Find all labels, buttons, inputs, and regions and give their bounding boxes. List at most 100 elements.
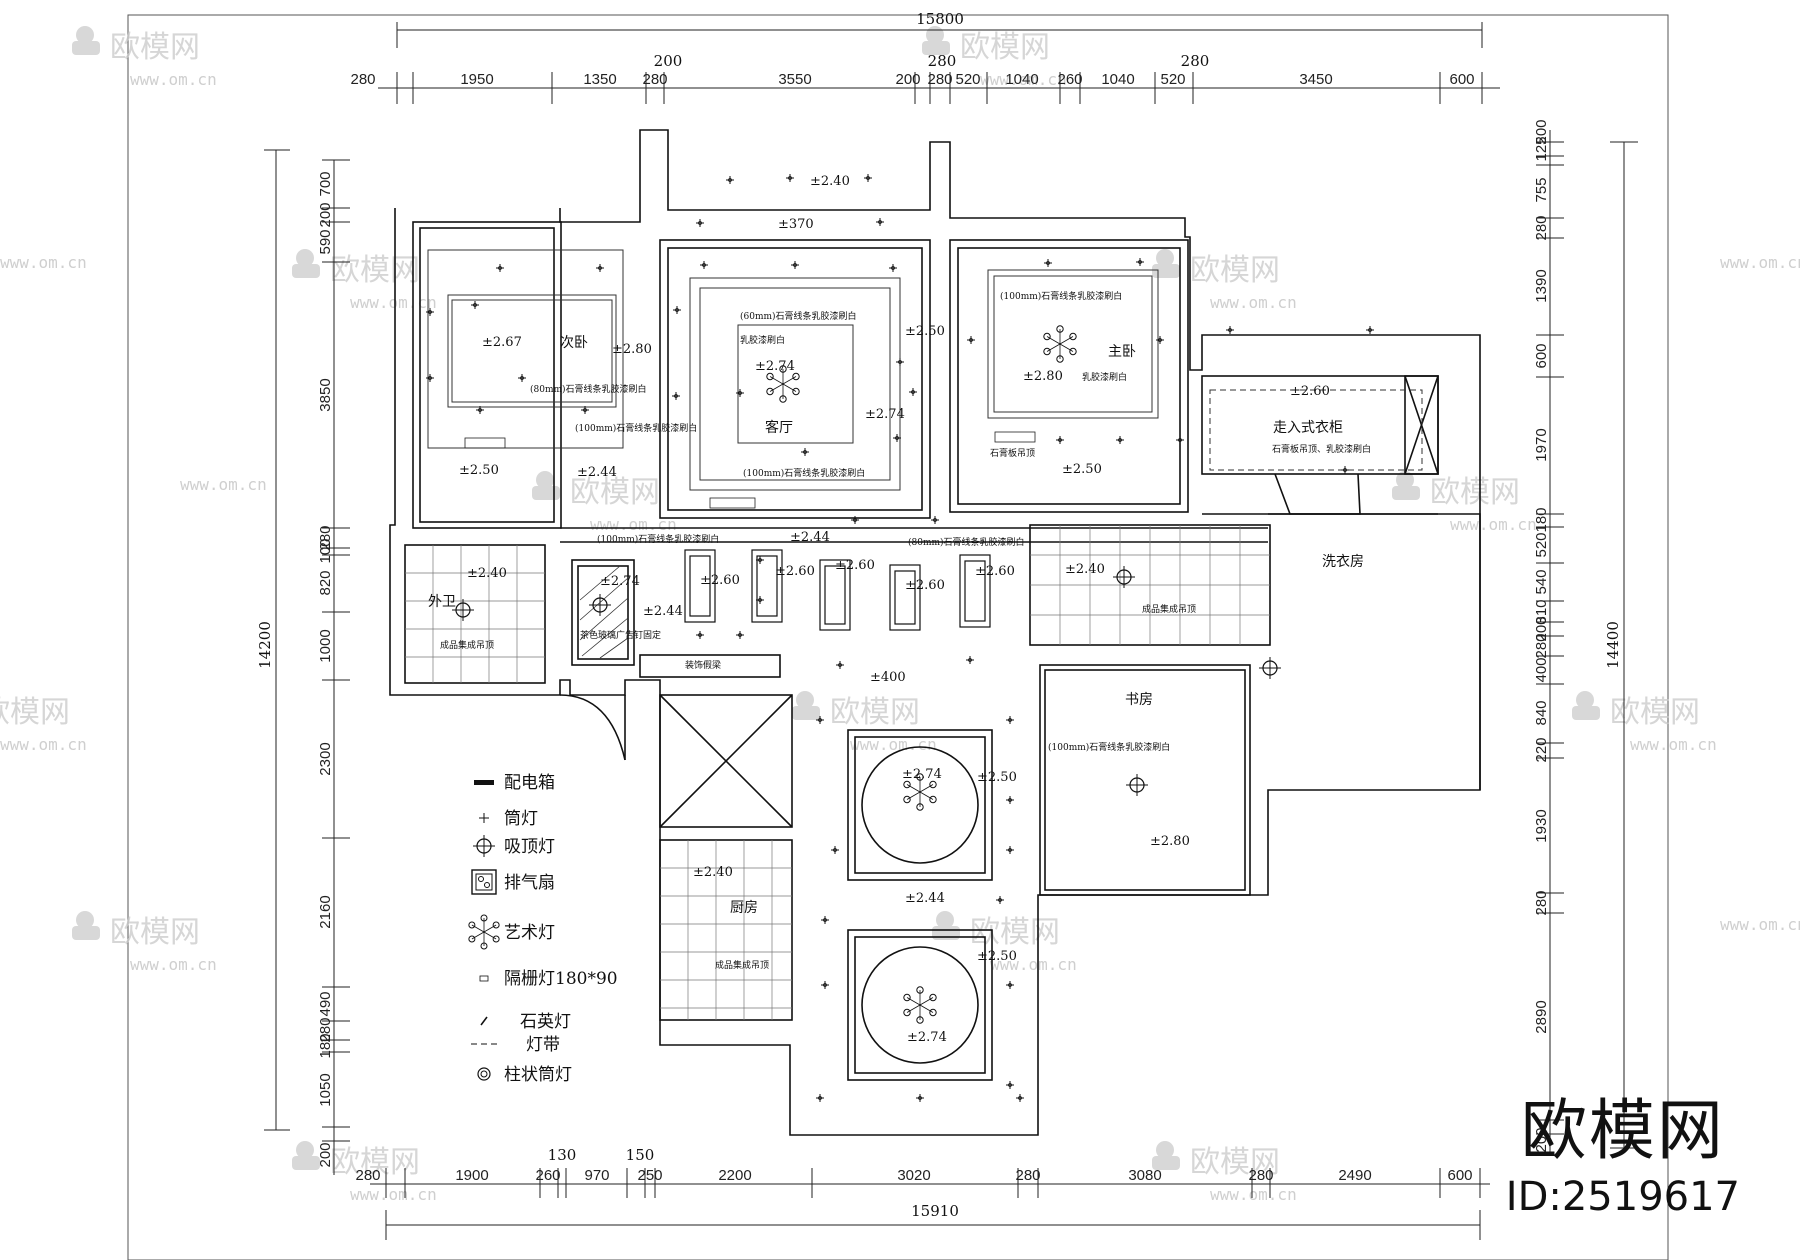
legend-label: 配电箱: [504, 773, 555, 793]
dim-right-seg: 125: [1533, 136, 1550, 161]
elev-sec-250: ±2.50: [459, 463, 499, 478]
legend-item: 灯带: [471, 1035, 560, 1055]
dim-top-seg: 280: [350, 71, 375, 88]
dim-left-seg: 820: [317, 570, 334, 595]
watermark-brand: 欧模网: [970, 915, 1060, 950]
dim-right-seg: 840: [1533, 700, 1550, 725]
dim-bottom-total: 15910: [911, 1202, 959, 1220]
downlight-icon: [967, 336, 975, 344]
note-study-line100: (100mm)石膏线条乳胶漆刷白: [1048, 741, 1170, 753]
ceiling-lamp-icon: [473, 835, 495, 857]
downlight-icon: [1366, 326, 1374, 334]
watermark-url: www.om.cn: [590, 515, 677, 534]
elev-sec-244: ±2.44: [577, 465, 617, 480]
elev-din-274a: ±2.74: [902, 767, 942, 782]
downlight-icon: [889, 264, 897, 272]
dim-top-seg: 520: [1160, 71, 1185, 88]
legend-label: 隔栅灯180*90: [504, 969, 618, 989]
dim-top-total: 15800: [916, 10, 964, 28]
dim-right-seg: 200: [1533, 1127, 1550, 1152]
elev-glass-274: ±2.74: [600, 574, 640, 589]
ceiling-lamp-icon: [452, 599, 474, 621]
room-study: 书房: [1125, 692, 1153, 708]
dim-right-seg: 310: [1533, 599, 1550, 624]
note-cor-line100: (100mm)石膏线条乳胶漆刷白: [597, 533, 719, 545]
dim-left-total: 14200: [256, 621, 274, 669]
watermark-brand: 欧模网: [110, 30, 200, 65]
legend-label: 筒灯: [504, 809, 538, 829]
brand-name: 欧模网: [1520, 1092, 1725, 1169]
room-living: 客厅: [765, 419, 793, 436]
downlight-icon: [801, 448, 809, 456]
watermark-url: www.om.cn: [130, 955, 217, 974]
downlight-icon: [876, 218, 884, 226]
dim-left-seg: 2160: [317, 895, 334, 928]
dim-top-seg: 600: [1449, 71, 1474, 88]
ceiling-frames: [427, 249, 1423, 491]
note-liv-paint: 乳胶漆刷白: [740, 334, 785, 346]
legend-item: 配电箱: [474, 773, 555, 793]
downlight-icon: [1006, 1081, 1014, 1089]
note-liv-line100: (100mm)石膏线条乳胶漆刷白: [743, 467, 865, 479]
dim-top-seg: 1040: [1101, 71, 1134, 88]
watermark-url: www.om.cn: [0, 735, 87, 754]
elev-370: ±370: [778, 217, 814, 232]
downlight-icon: [596, 264, 604, 272]
note-sec-line80: (80mm)石膏线条乳胶漆刷白: [530, 383, 647, 395]
watermark-brand: 欧模网: [1190, 1145, 1280, 1180]
elev-walk-260: ±2.60: [1290, 384, 1330, 399]
downlight-icon: [736, 389, 744, 397]
watermark-url: www.om.cn: [1720, 253, 1800, 272]
dim-right-seg: 280: [1533, 890, 1550, 915]
dim-left-seg: 200: [317, 202, 334, 227]
watermark-url: www.om.cn: [1210, 293, 1297, 312]
elev-din-250a: ±2.50: [977, 770, 1017, 785]
downlight-icon: [1341, 466, 1349, 474]
art-lamp-icon: [903, 773, 937, 811]
dim-left-seg: 100: [317, 538, 334, 563]
downlight-icon: [836, 661, 844, 669]
art-lamp-icon: [1043, 325, 1077, 363]
legend-label: 吸顶灯: [504, 837, 555, 857]
watermark-brand: 欧模网: [570, 475, 660, 510]
note-liv-line60: (60mm)石膏线条乳胶漆刷白: [740, 310, 857, 322]
downlight-icon: [864, 174, 872, 182]
downlight-icon: [821, 916, 829, 924]
dim-right-seg: 200: [1533, 616, 1550, 641]
downlight-icon: [821, 981, 829, 989]
dim-left-seg: 280: [317, 1017, 334, 1042]
watermark-url: www.om.cn: [0, 253, 87, 272]
watermark-brand: 欧模网: [330, 253, 420, 288]
downlight-icon: [1006, 846, 1014, 854]
elev-cor-260a: ±2.60: [700, 573, 740, 588]
watermark-url: www.om.cn: [980, 70, 1067, 89]
legend-label: 艺术灯: [504, 923, 555, 943]
ceiling-lamp-icon: [1113, 566, 1135, 588]
downlight-icon: [816, 716, 824, 724]
downlight-icon: [756, 556, 764, 564]
dim-right-seg: 280: [1533, 633, 1550, 658]
downlight-icon: [816, 1094, 824, 1102]
dim-top-seg: 1950: [460, 71, 493, 88]
ceiling-lamp-icon: [589, 594, 611, 616]
brand-id: ID:2519617: [1505, 1174, 1740, 1220]
elev-cor-260b: ±2.60: [775, 564, 815, 579]
elev-bath-240: ±2.40: [467, 566, 507, 581]
downlight-icon: [696, 631, 704, 639]
legend-item: 筒灯: [479, 809, 538, 829]
elev-din-244: ±2.44: [905, 891, 945, 906]
dim-right-seg: 180: [1533, 507, 1550, 532]
dim-bottom-130: 130: [548, 1146, 577, 1164]
downlight-icon: [756, 596, 764, 604]
ceiling-lamp-icon: [1259, 657, 1281, 679]
tile-grids: [405, 525, 1270, 1020]
downlight-icon: [1016, 1094, 1024, 1102]
elev-liv-274a: ±2.74: [755, 359, 795, 374]
